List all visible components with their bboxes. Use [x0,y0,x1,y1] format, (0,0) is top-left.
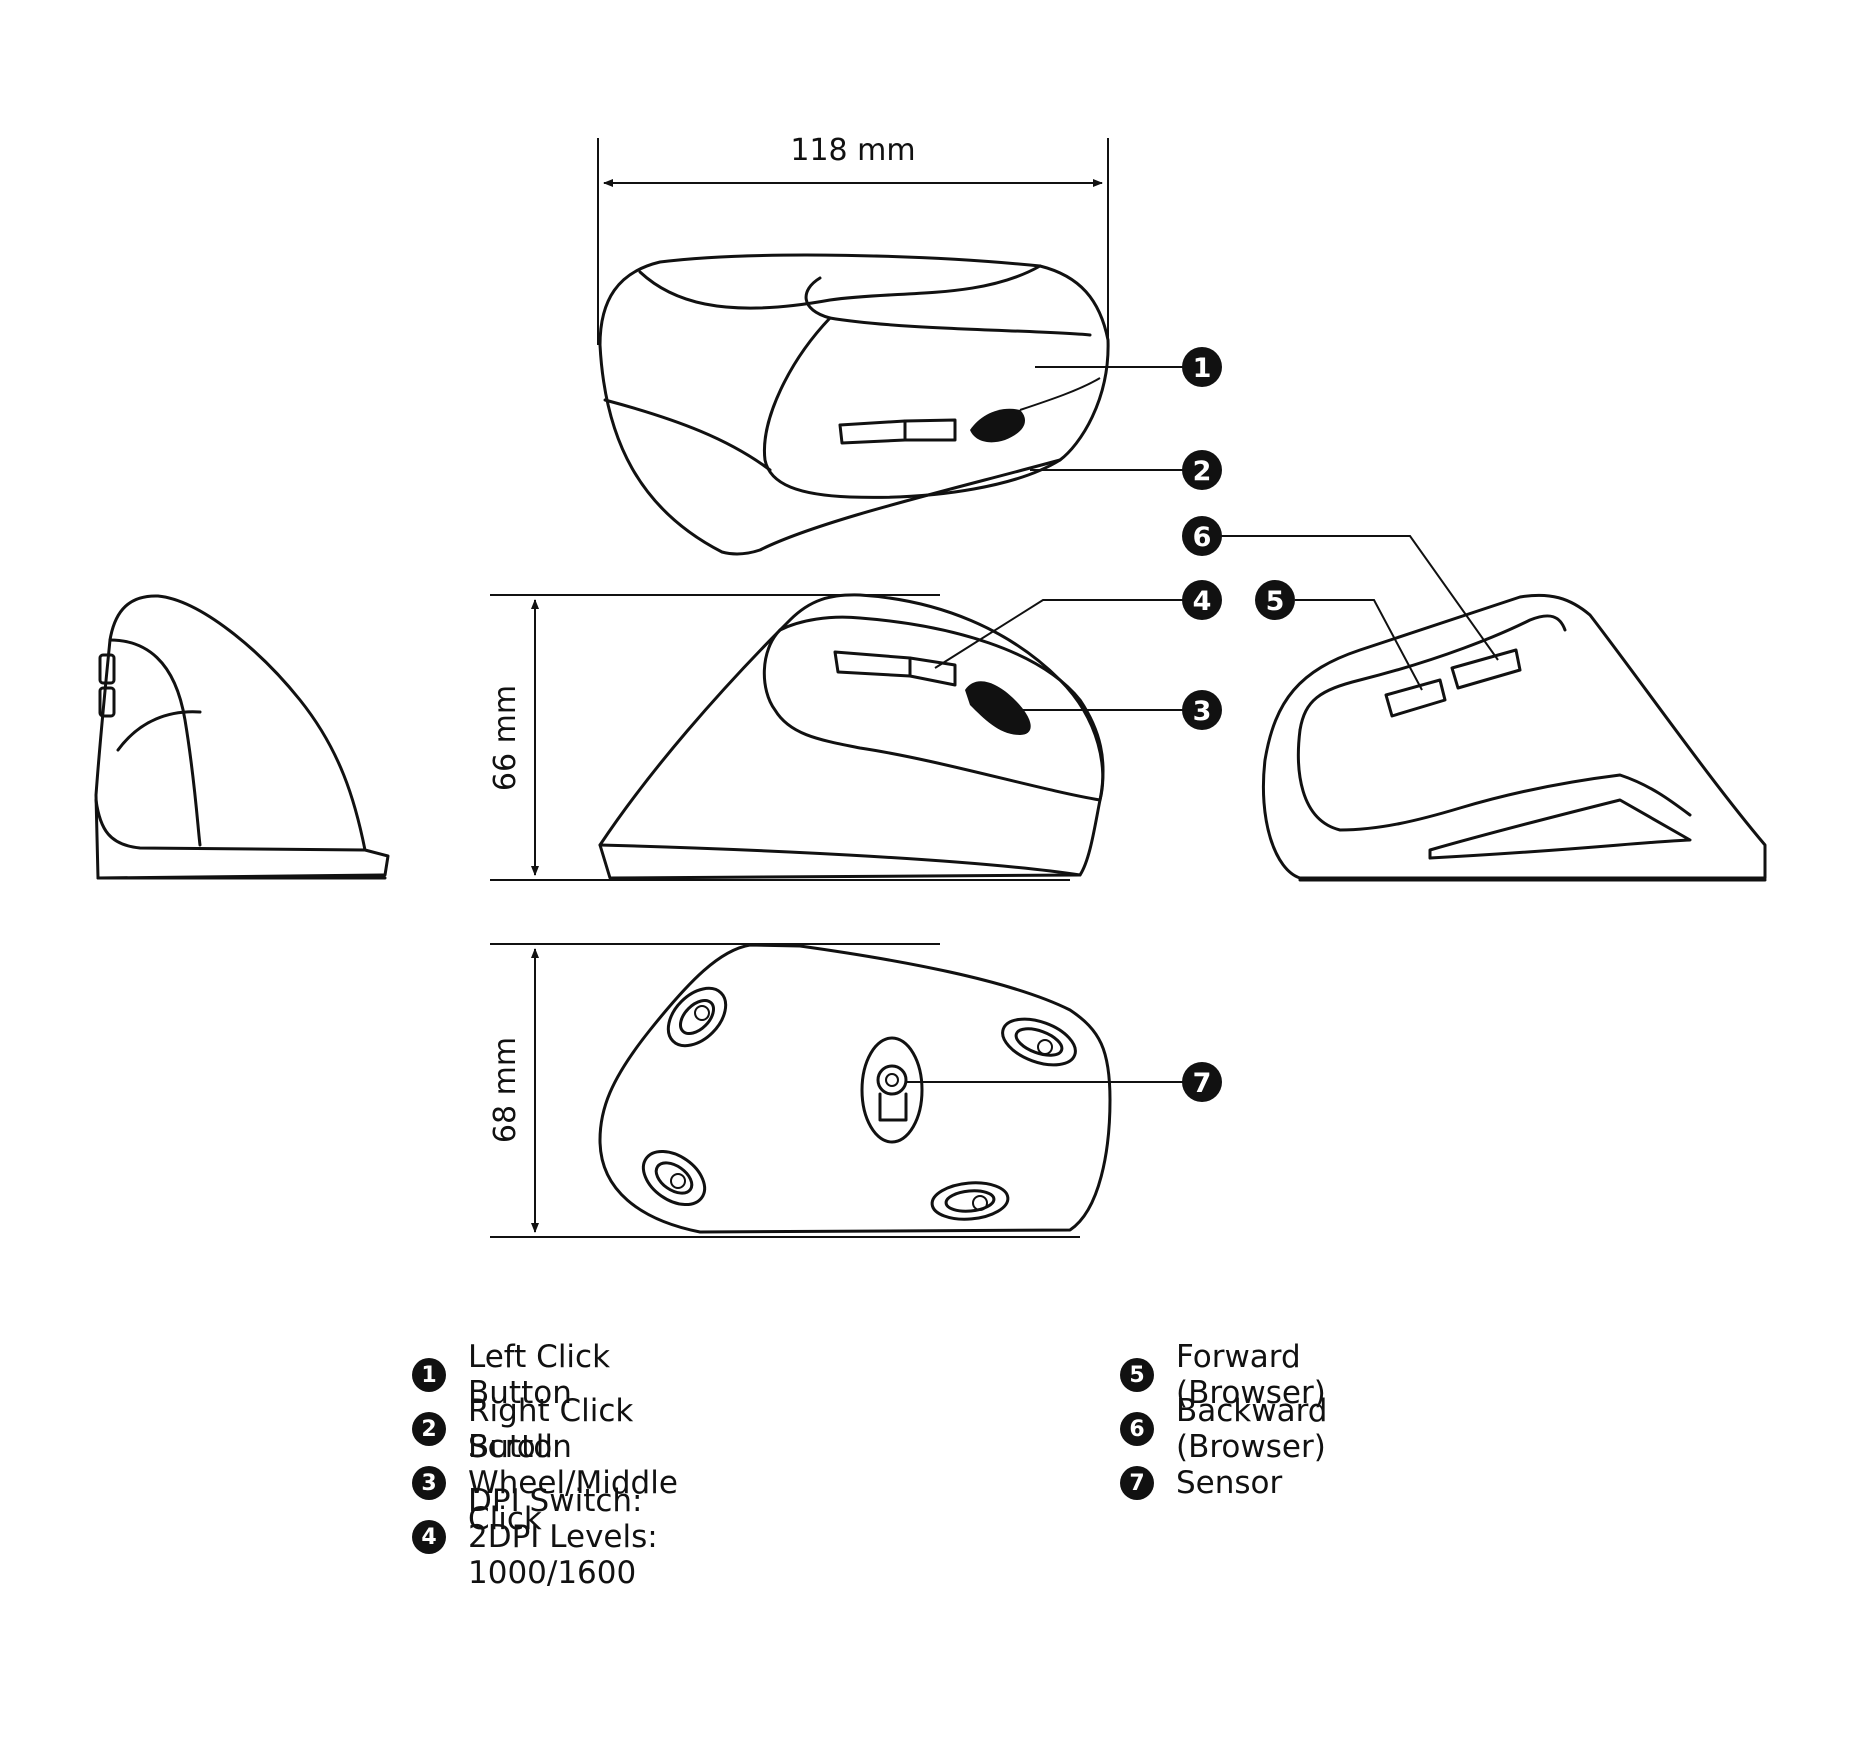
svg-text:5: 5 [1266,586,1285,617]
legend-label: Forward (Browser) [1176,1339,1326,1411]
mouse-top-view [598,253,1110,556]
legend-column-right: 5 Forward (Browser) 6 Backward (Browser)… [1120,1339,1328,1510]
legend-badge: 5 [1120,1358,1154,1392]
foot-pad [930,1181,1010,1221]
legend-badge: 2 [412,1412,446,1446]
svg-text:7: 7 [1193,1068,1212,1099]
legend-label: Right Click Button [468,1393,634,1465]
legend-column-left: 1 Left Click Button 2 Right Click Button… [412,1339,678,1591]
sensor-window [860,1036,924,1144]
foot-pad [666,986,728,1048]
mouse-front-view [598,593,1105,880]
legend-label: Backward (Browser) [1176,1393,1328,1465]
width-dimension: 118 mm [597,133,1109,345]
depth-dimension: 68 mm [488,943,1080,1238]
legend-item: 5 Forward (Browser) [1120,1339,1328,1411]
legend-badge: 1 [412,1358,446,1392]
svg-text:3: 3 [1193,696,1212,727]
svg-text:6: 6 [1193,522,1212,553]
svg-text:4: 4 [1193,586,1212,617]
legend-item: 7 Sensor [1120,1456,1328,1510]
legend-badge: 7 [1120,1466,1154,1500]
legend-label: Sensor [1176,1465,1283,1501]
mouse-right-side-view [1261,593,1767,882]
height-dimension: 66 mm [488,594,1070,881]
legend-badge: 6 [1120,1412,1154,1446]
mouse-left-side-view [94,594,390,880]
svg-text:1: 1 [1193,353,1212,384]
legend-badge: 3 [412,1466,446,1500]
depth-label: 68 mm [488,1037,523,1143]
callout-badge-3: 3 [1182,690,1222,730]
callout-badge-1: 1 [1182,347,1222,387]
legend-label: Left Click Button [468,1339,611,1411]
legend-item: 1 Left Click Button [412,1339,678,1411]
legend-item: 3 Scroll Wheel/Middle Click [412,1429,678,1537]
width-label: 118 mm [790,133,915,168]
callout-badge-2: 2 [1182,450,1222,490]
foot-pad [1001,1017,1077,1067]
callout-badge-7: 7 [1182,1062,1222,1102]
legend-label: DPI Switch: 2DPI Levels: 1000/1600 [468,1483,658,1591]
callout-badge-4: 4 [1182,580,1222,620]
legend-item: 4 DPI Switch: 2DPI Levels: 1000/1600 [412,1483,678,1591]
callout-badge-6: 6 [1182,516,1222,556]
legend-badge: 4 [412,1520,446,1554]
legend-item: 2 Right Click Button [412,1393,678,1465]
callout-leaders [905,366,1499,1083]
svg-text:2: 2 [1193,456,1212,487]
foot-pad [641,1149,707,1207]
legend-item: 6 Backward (Browser) [1120,1393,1328,1465]
mouse-bottom-view [598,943,1112,1234]
height-label: 66 mm [488,685,523,791]
legend-label: Scroll Wheel/Middle Click [468,1429,678,1537]
callout-badge-5: 5 [1255,580,1295,620]
